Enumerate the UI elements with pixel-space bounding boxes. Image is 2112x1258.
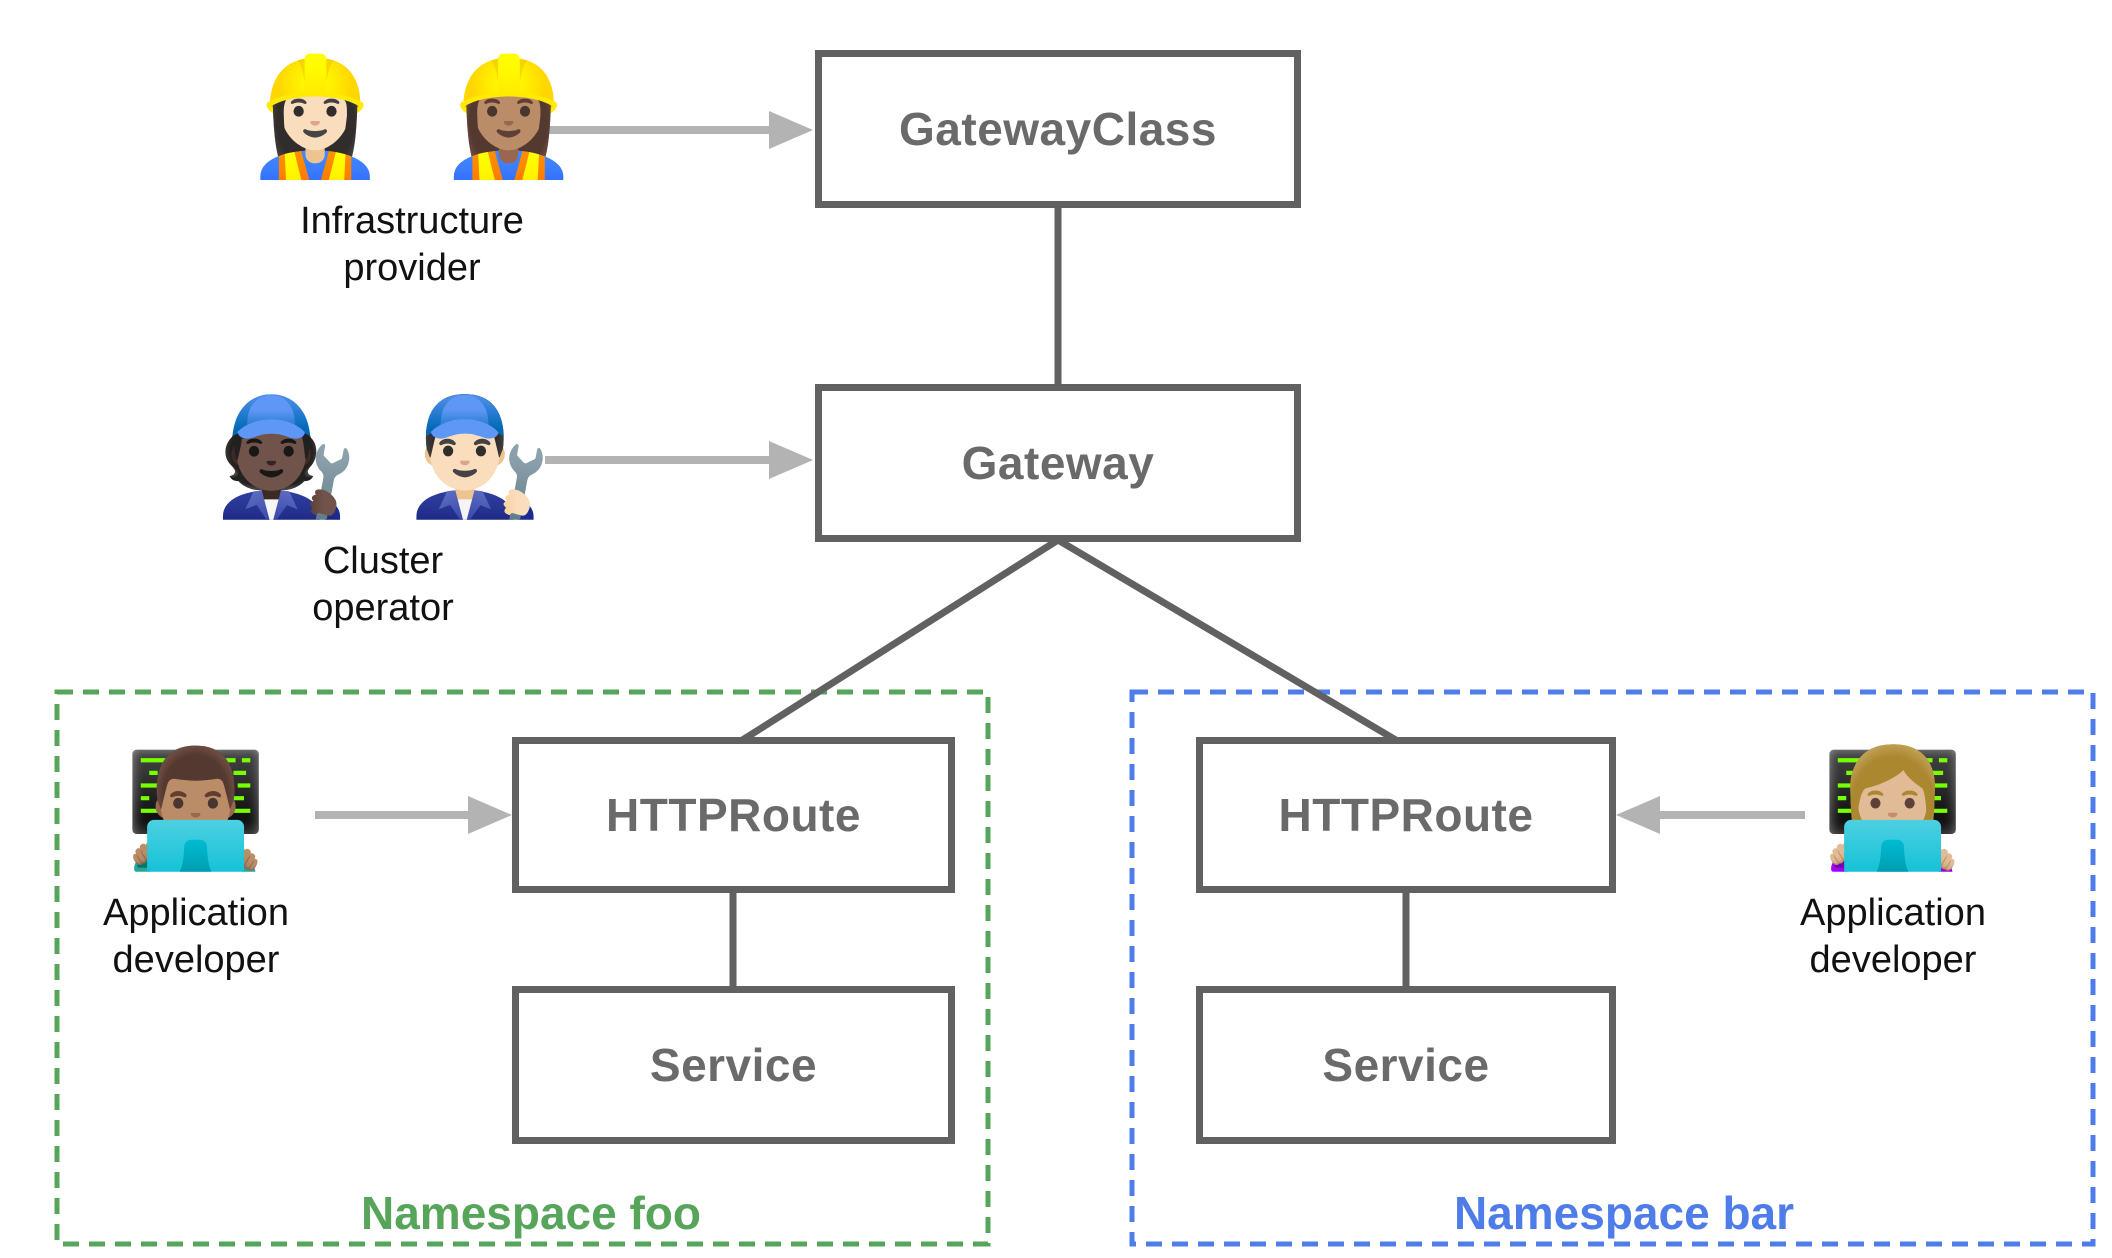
httproute-bar-box: HTTPRoute: [1196, 737, 1616, 893]
gatewayclass-box: GatewayClass: [815, 50, 1301, 208]
persona-cluster-operator: 🧑🏿‍🔧 👨🏻‍🔧 Cluster operator: [183, 388, 583, 632]
service-bar-box: Service: [1196, 986, 1616, 1144]
httproute-foo-box: HTTPRoute: [512, 737, 955, 893]
namespace-foo-label: Namespace foo: [360, 1187, 701, 1239]
gateway-box: Gateway: [815, 384, 1301, 542]
connector-gateway-httproute-bar: [1056, 536, 1408, 750]
construction-worker-emoji-pair: 👷🏻‍♀️ 👷🏽‍♀️: [243, 53, 581, 181]
app-developer-bar-label: Application developer: [1800, 892, 1986, 981]
app-developer-foo-label: Application developer: [103, 892, 289, 981]
arrow-cluster-operator-to-gateway: [545, 441, 813, 479]
woman-technologist-emoji: 👩🏼‍💻: [1821, 745, 1965, 873]
service-foo-box: Service: [512, 986, 955, 1144]
persona-app-developer-bar: 👩🏼‍💻 Application developer: [1718, 740, 2068, 984]
connector-gateway-httproute-foo: [731, 537, 1060, 749]
gatewayclass-label: GatewayClass: [899, 103, 1217, 155]
mechanic-emoji-pair: 🧑🏿‍🔧 👨🏻‍🔧: [214, 393, 552, 521]
arrow-app-developer-to-httproute-bar: [1616, 796, 1805, 834]
httproute-bar-label: HTTPRoute: [1278, 789, 1534, 841]
man-technologist-emoji: 👨🏽‍💻: [124, 745, 268, 873]
arrow-app-developer-to-httproute-foo: [315, 796, 512, 834]
cluster-operator-label: Cluster operator: [312, 540, 454, 629]
httproute-foo-label: HTTPRoute: [606, 789, 861, 841]
persona-app-developer-foo: 👨🏽‍💻 Application developer: [21, 740, 371, 984]
service-foo-label: Service: [649, 1039, 818, 1091]
service-bar-label: Service: [1322, 1039, 1490, 1091]
gateway-label: Gateway: [961, 437, 1155, 489]
namespace-bar-border: [1129, 689, 2096, 1247]
persona-infrastructure-provider: 👷🏻‍♀️ 👷🏽‍♀️ Infrastructure provider: [212, 48, 612, 292]
infrastructure-provider-label: Infrastructure provider: [300, 200, 524, 289]
namespace-bar-label: Namespace bar: [1453, 1187, 1795, 1239]
arrow-infrastructure-provider-to-gatewayclass: [545, 111, 813, 149]
namespace-foo-border: [54, 689, 991, 1247]
